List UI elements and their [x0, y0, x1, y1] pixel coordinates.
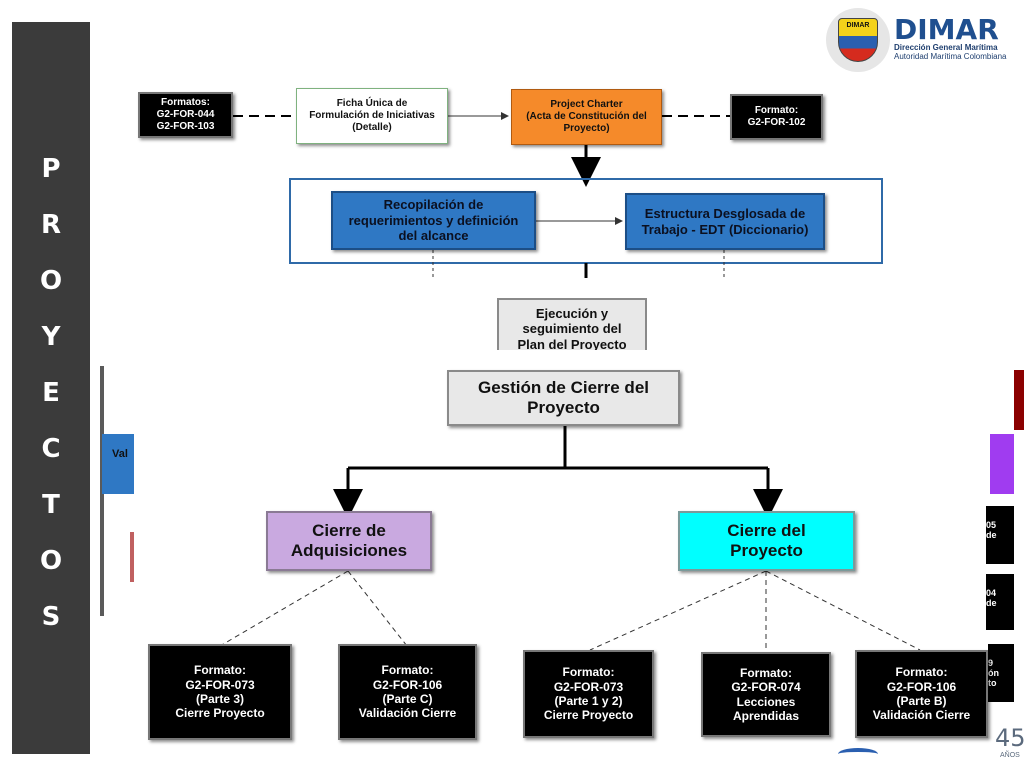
- sidebar-letter: E: [42, 378, 60, 408]
- bg-fragment-right-purple: [990, 434, 1014, 494]
- dimar-emblem: DIMAR: [826, 8, 890, 72]
- logo-subtitle: Dirección General Marítima: [894, 43, 998, 52]
- logo-title: DIMAR: [894, 13, 999, 46]
- sidebar-letter: O: [39, 546, 63, 576]
- cierre-adquisiciones-box: Cierre de Adquisiciones: [266, 511, 432, 571]
- bg-fragment-right-red: [1014, 370, 1024, 430]
- bg-fragment-right-2: 04 de: [986, 574, 1014, 630]
- formato-106-partec-box: Formato: G2-FOR-106 (Parte C) Validación…: [338, 644, 477, 740]
- footer-wave-icon: [838, 748, 878, 760]
- sidebar-letter: P: [41, 154, 61, 184]
- emblem-text: DIMAR: [846, 22, 870, 29]
- shield-icon: [838, 18, 878, 62]
- ejecucion-clip: Ejecución y seguimiento del Plan del Pro…: [497, 298, 647, 350]
- sidebar-letter: T: [42, 490, 60, 520]
- anniversary-number: 45: [995, 724, 1024, 752]
- bg-fragment-left-bar: [130, 532, 134, 582]
- bg-fragment-left-box: Val: [102, 434, 134, 494]
- formato-073-parte3-box: Formato: G2-FOR-073 (Parte 3) Cierre Pro…: [148, 644, 292, 740]
- anniversary-label: AÑOS: [1000, 752, 1020, 759]
- logo-subtitle-2: Autoridad Marítima Colombiana: [894, 51, 1007, 61]
- formato-right-box: Formato: G2-FOR-102: [730, 94, 823, 140]
- dimar-logo: DIMAR DIMAR Dirección General Marítima A…: [826, 8, 1020, 72]
- sidebar-letter: R: [40, 210, 62, 240]
- sidebar-letter: C: [41, 434, 61, 464]
- recopilacion-box: Recopilación de requerimientos y definic…: [331, 191, 536, 250]
- formato-106-parteb-box: Formato: G2-FOR-106 (Parte B) Validación…: [855, 650, 988, 738]
- sidebar-proyectos: P R O Y E C T O S: [12, 22, 90, 754]
- formato-073-parte12-box: Formato: G2-FOR-073 (Parte 1 y 2) Cierre…: [523, 650, 654, 738]
- ejecucion-box: Ejecución y seguimiento del Plan del Pro…: [497, 298, 647, 350]
- gestion-cierre-box: Gestión de Cierre del Proyecto: [447, 370, 680, 426]
- sidebar-letter: S: [41, 602, 61, 632]
- bg-fragment-right-3: 9 ón to: [988, 644, 1014, 702]
- project-charter-box: Project Charter (Acta de Constitución de…: [511, 89, 662, 145]
- cierre-proyecto-box: Cierre del Proyecto: [678, 511, 855, 571]
- sidebar-letter: O: [39, 266, 63, 296]
- formato-074-box: Formato: G2-FOR-074 Lecciones Aprendidas: [701, 652, 831, 737]
- bg-fragment-right-1: 05 de: [986, 506, 1014, 564]
- edt-box: Estructura Desglosada de Trabajo - EDT (…: [625, 193, 825, 250]
- ficha-unica-box: Ficha Única de Formulación de Iniciativa…: [296, 88, 448, 144]
- formatos-left-box: Formatos: G2-FOR-044 G2-FOR-103: [138, 92, 233, 138]
- sidebar-letter: Y: [41, 322, 61, 352]
